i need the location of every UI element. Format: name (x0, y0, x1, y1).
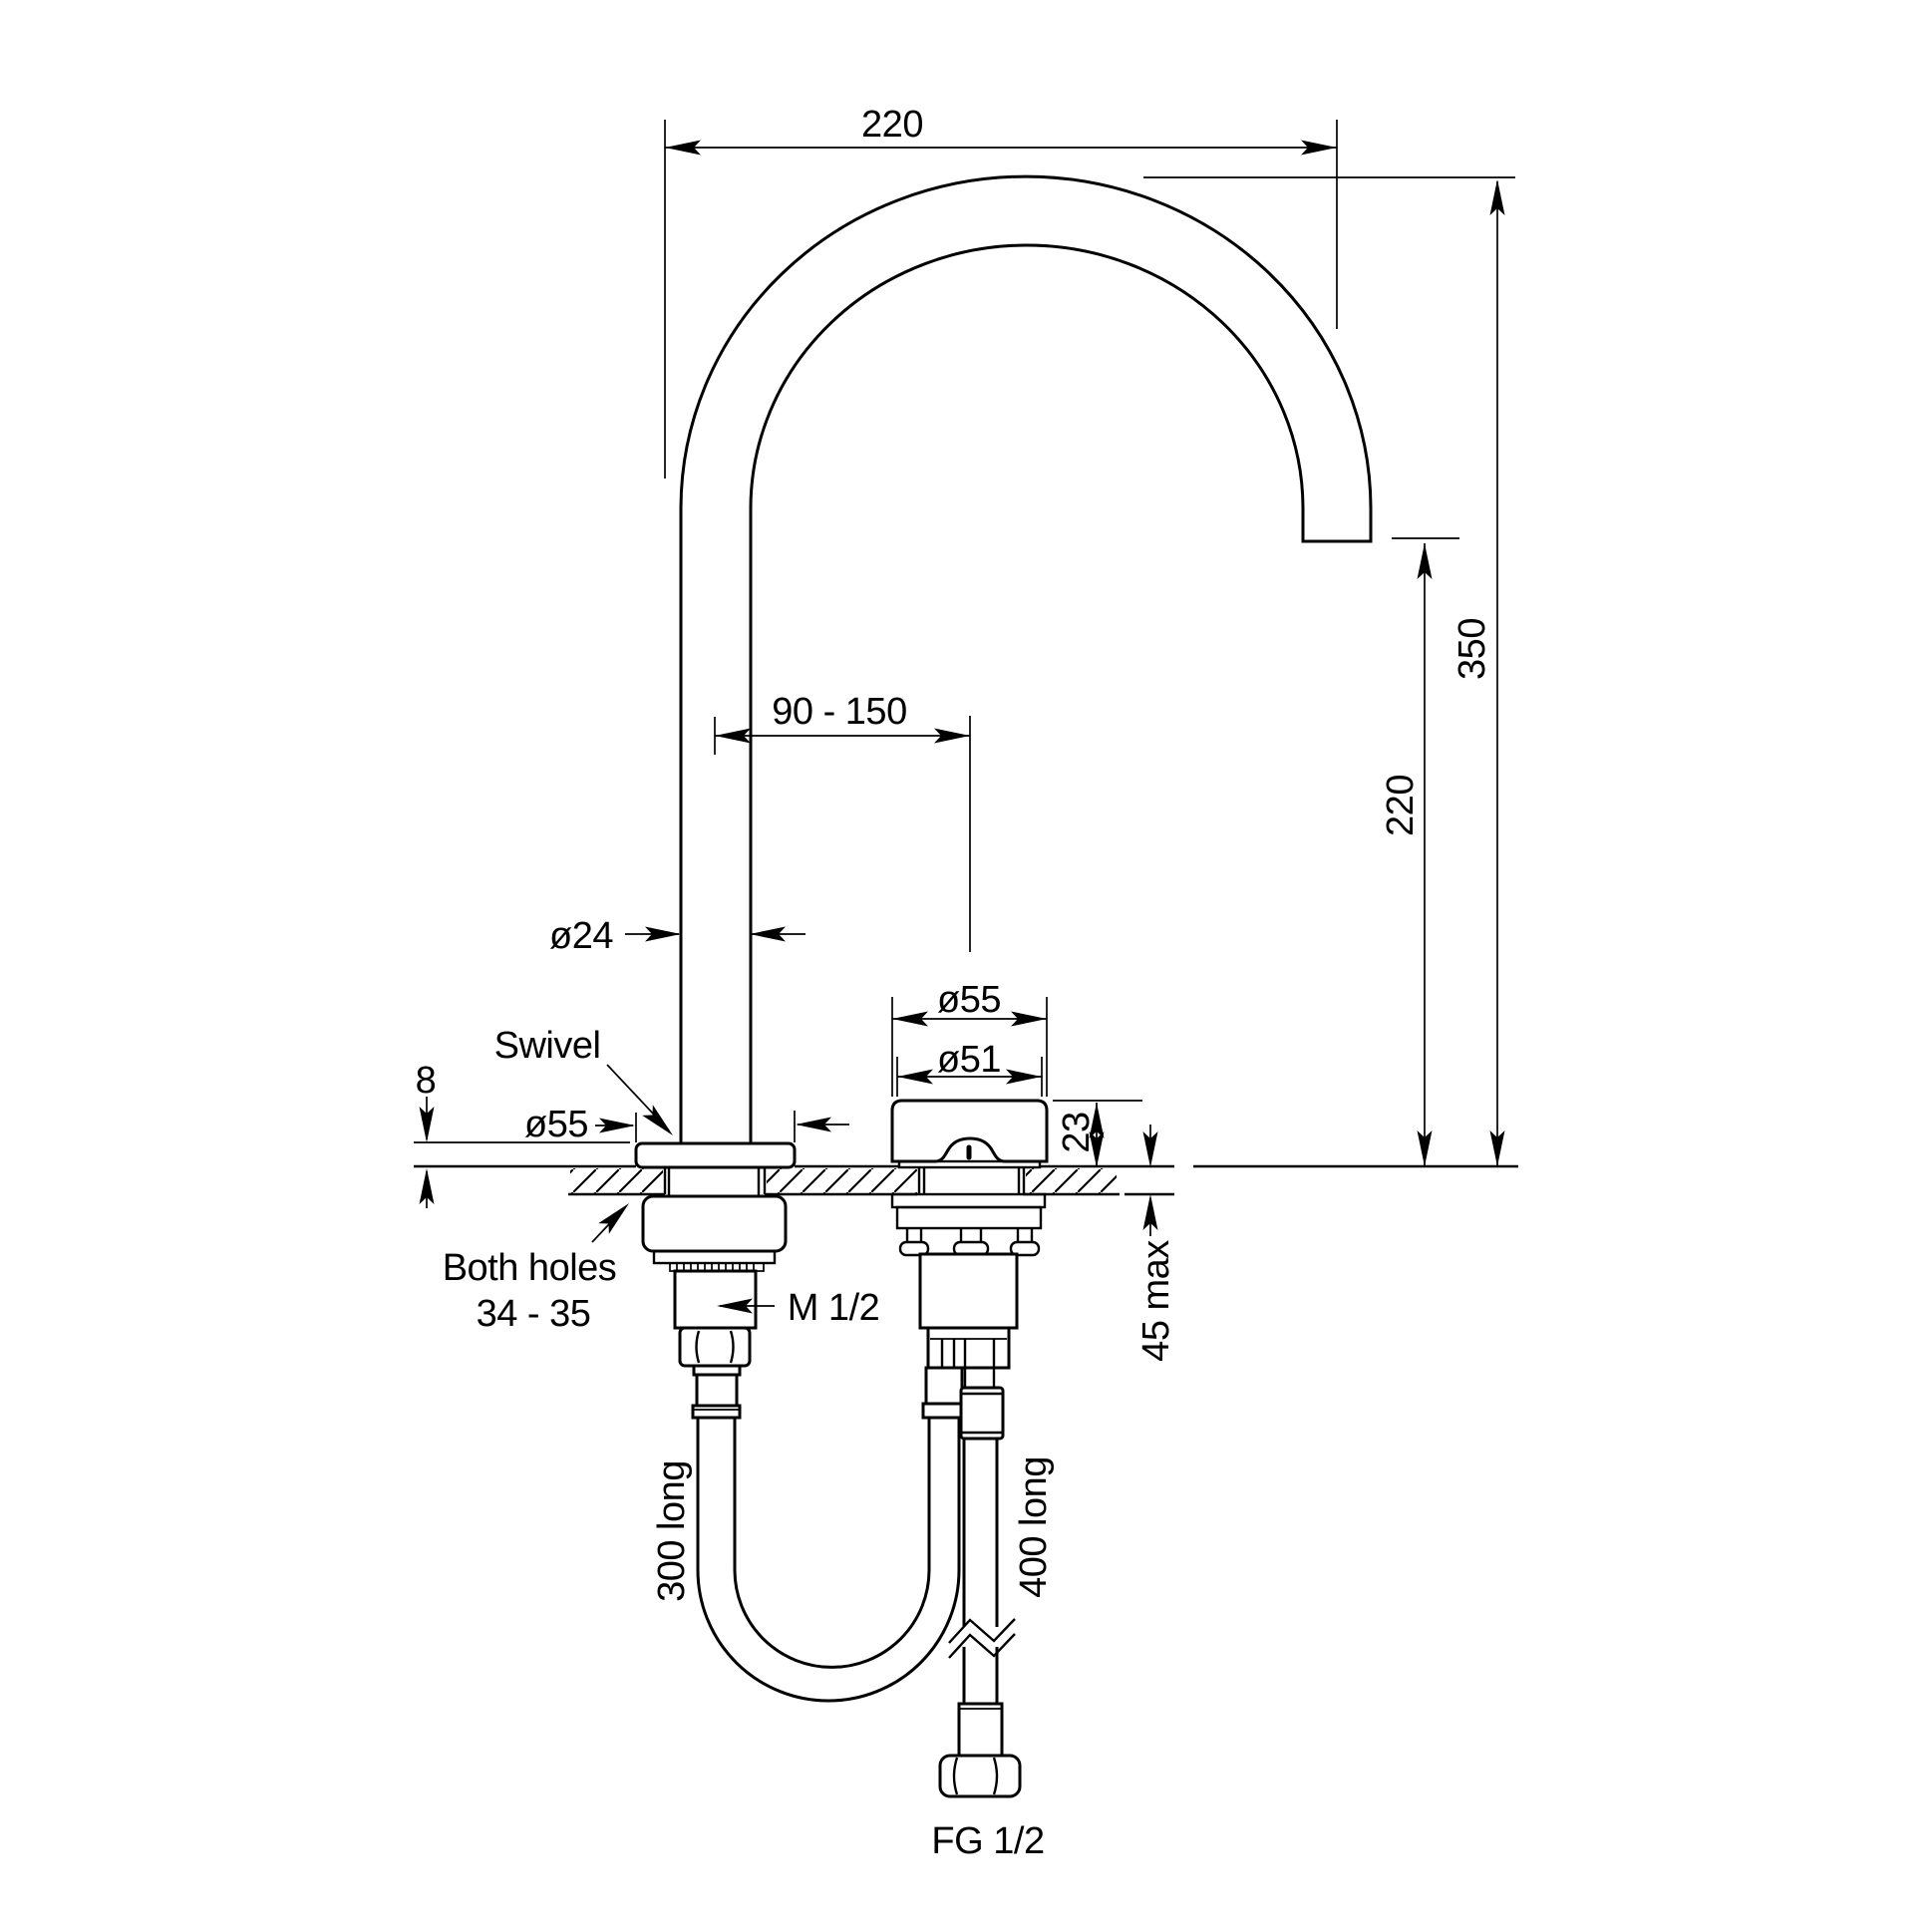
gooseneck-spout-outline (679, 174, 1373, 1145)
overall-height-label: 350 (1451, 618, 1493, 680)
spout-diameter-label: ø24 (549, 915, 613, 957)
valve-mounting-studs (898, 1228, 1041, 1257)
handle-height-label: 23 (1056, 1112, 1098, 1152)
left-hose-down-tube (696, 1418, 737, 1570)
valve-left-port-collar (921, 1366, 967, 1420)
both-holes-label-line1: Both holes (443, 1247, 617, 1289)
left-hose-length-label: 300 long (651, 1460, 693, 1602)
right-hose-length-label: 400 long (1013, 1456, 1055, 1598)
left-hose-up-tube (927, 1418, 961, 1570)
spout-locknut (641, 1194, 788, 1253)
valve-lower-body (926, 1326, 1011, 1388)
deck-thickness-max-label: 45 max (1135, 1240, 1177, 1362)
dimension-lines (414, 120, 1515, 1307)
right-flexible-hose (938, 1439, 1022, 1798)
valve-handle-body (890, 1099, 1049, 1163)
ext-lines-handle-outer (891, 997, 1048, 1097)
deck-hole-walls (663, 1167, 1026, 1194)
left-hose-ubend-inner (733, 1569, 931, 1669)
left-flexible-hose (696, 1418, 961, 1703)
spout-hose-adapter (695, 1373, 739, 1408)
spout-washer (652, 1249, 777, 1265)
spout-through-deck-tube (667, 1167, 761, 1196)
valve-through-deck-body (922, 1167, 1021, 1194)
deck-hatch-left (570, 1168, 663, 1193)
both-holes-label-line2: 34 - 35 (477, 1293, 591, 1335)
top-width-label: 220 (861, 104, 923, 146)
valve-cartridge-body (918, 1252, 1019, 1330)
hose-break-symbol (948, 1618, 1016, 1659)
spout-base-flange (634, 1141, 797, 1169)
outlet-ferrule (957, 1702, 1004, 1758)
arrowhead-swivel-leader (642, 1105, 679, 1141)
outlet-fitting-thread-label: FG 1/2 (931, 1820, 1044, 1862)
base-diameter-label: ø55 (524, 1104, 588, 1145)
right-hose-tube (962, 1439, 999, 1704)
inlet-thread-label: M 1/2 (788, 1287, 880, 1329)
deck-section (414, 1164, 1518, 1196)
flange-height-label: 8 (416, 1060, 437, 1102)
handle-outer-diameter-label: ø55 (937, 979, 1001, 1021)
dimension-labels: 220 350 220 90 - 150 ø24 Swivel ø55 8 Bo… (416, 104, 1493, 1862)
deck-hatch-right (1026, 1168, 1117, 1193)
spout-hose-ferrule (691, 1404, 742, 1420)
reach-range-label: 90 - 150 (772, 691, 906, 733)
spout-threaded-shank (673, 1269, 758, 1330)
swivel-label: Swivel (494, 1025, 601, 1067)
left-hose-ubend-outer (696, 1569, 961, 1703)
ext-lines-base-diameter (635, 1111, 796, 1142)
outlet-hex-nut (938, 1754, 1022, 1798)
arrowhead-both-holes-leader (598, 1197, 635, 1234)
valve-handle-skirt (897, 1159, 1042, 1169)
valve-backnut-plate-2 (895, 1205, 1043, 1230)
valve-right-port-connector (959, 1386, 1005, 1441)
spout-hex-nut (678, 1326, 752, 1368)
control-valve-assembly (890, 1099, 1049, 1441)
deck-hatch-middle (767, 1168, 917, 1193)
handle-inner-diameter-label: ø51 (937, 1039, 1001, 1081)
spout-height-label: 220 (1380, 775, 1422, 836)
valve-backnut-plate-1 (890, 1192, 1047, 1209)
spout-assembly (634, 174, 1373, 1420)
